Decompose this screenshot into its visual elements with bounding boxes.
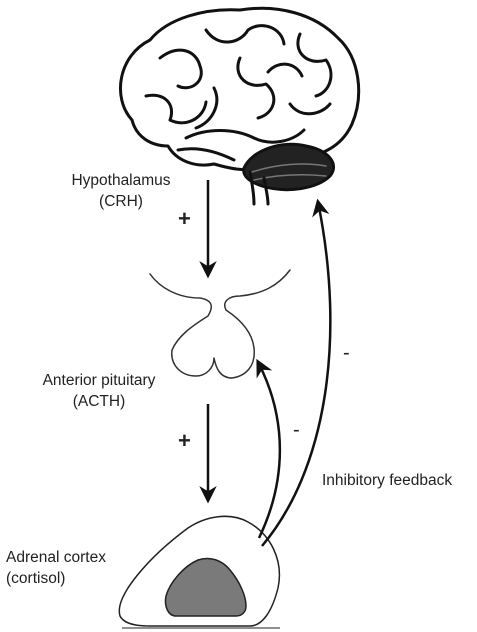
adrenal-gland-icon [119, 516, 280, 628]
adrenal-cortex-name: Adrenal cortex [6, 547, 128, 568]
anterior-pituitary-hormone: (ACTH) [20, 391, 178, 412]
hypothalamus-label: Hypothalamus (CRH) [58, 170, 184, 212]
hypothalamus-hormone: (CRH) [58, 191, 184, 212]
hypothalamus-name: Hypothalamus [58, 170, 184, 191]
anterior-pituitary-label: Anterior pituitary (ACTH) [20, 370, 178, 412]
minus-sign-feedback-pituitary: - [293, 420, 300, 440]
anterior-pituitary-name: Anterior pituitary [20, 370, 178, 391]
inhibitory-feedback-label: Inhibitory feedback [322, 470, 452, 491]
pituitary-gland-icon [150, 270, 290, 378]
plus-sign-hypothalamus-pituitary: + [178, 208, 191, 230]
feedback-arrow-to-hypothalamus [262, 202, 330, 546]
plus-sign-pituitary-adrenal: + [178, 430, 191, 452]
adrenal-cortex-label: Adrenal cortex (cortisol) [6, 547, 128, 589]
feedback-arrow-to-pituitary [258, 362, 280, 538]
adrenal-cortex-hormone: (cortisol) [6, 568, 128, 589]
minus-sign-feedback-hypothalamus: - [343, 343, 350, 363]
